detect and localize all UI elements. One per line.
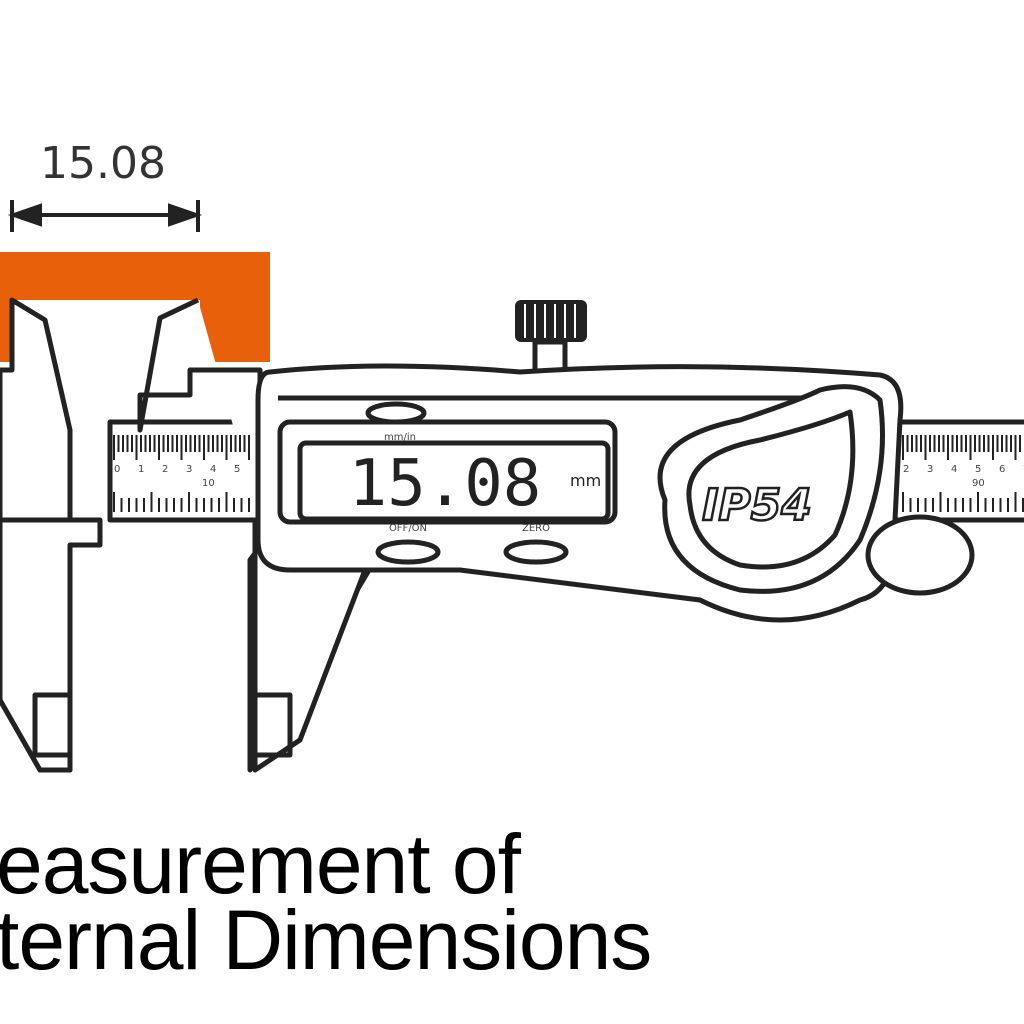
scale-number: 4: [951, 464, 957, 475]
ip54-badge: IP54: [702, 480, 812, 531]
vernier-number: 10: [202, 478, 215, 489]
thumb-roller[interactable]: [865, 514, 975, 596]
mm-in-button[interactable]: [365, 401, 427, 425]
scale-number: 1: [138, 464, 144, 475]
scale-number: 3: [927, 464, 933, 475]
scale-number: 4: [210, 464, 216, 475]
dimension-label: 15.08: [40, 138, 166, 189]
vernier-number: 90: [972, 478, 985, 489]
power-label: OFF/ON: [389, 523, 427, 534]
scale-number: 6: [999, 464, 1005, 475]
fixed-jaw-notch: [32, 692, 73, 758]
badge-inner: [686, 409, 856, 570]
scale-number: 3: [186, 464, 192, 475]
dimension-arrow: [7, 200, 203, 232]
caption-line-2: ternal Dimensions: [0, 893, 652, 987]
scale-number: 2: [903, 464, 909, 475]
scale-number: 5: [234, 464, 240, 475]
fine-adjust-wheel[interactable]: [515, 300, 587, 342]
fixed-jaw-body: [0, 517, 103, 773]
scale-number: 2: [162, 464, 168, 475]
zero-label: ZERO: [522, 523, 550, 534]
scale-right: 23456790: [902, 435, 1024, 512]
moving-jaw-notch: [252, 692, 293, 758]
lcd-unit: mm: [570, 471, 601, 490]
lcd-reading: 15.08: [349, 447, 542, 521]
unit-toggle-label: mm/in: [384, 432, 416, 443]
caption-line-1: easurement of: [0, 817, 521, 911]
power-button[interactable]: [375, 539, 441, 565]
scale-number: 0: [114, 464, 120, 475]
lcd-screen: [297, 440, 611, 522]
zero-button[interactable]: [503, 539, 569, 565]
scale-left: 0 1 2 3 4 5 10: [113, 435, 250, 512]
scale-number: 5: [975, 464, 981, 475]
